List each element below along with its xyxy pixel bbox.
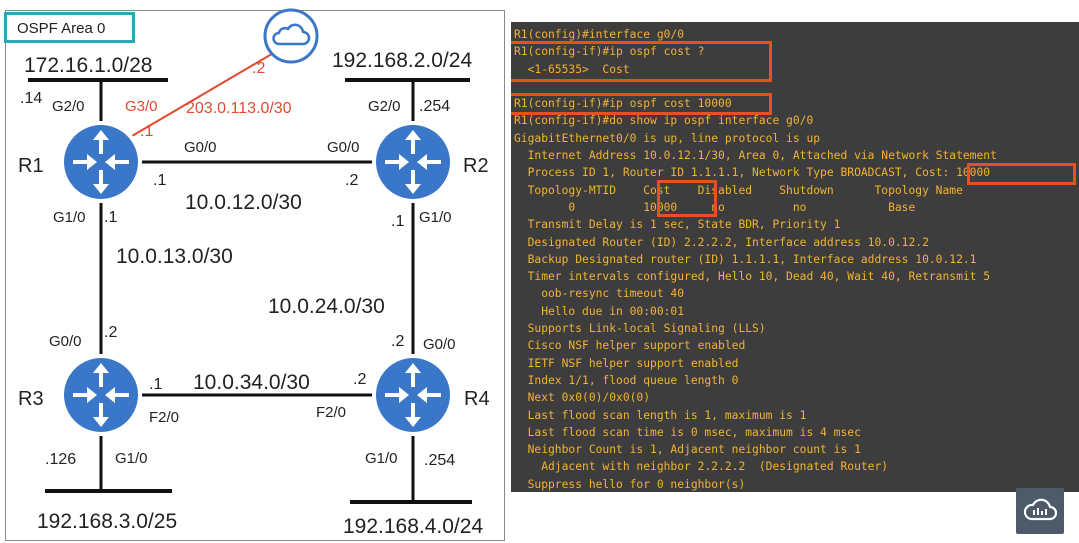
terminal-line: <1-65535> Cost <box>514 62 630 76</box>
host-r1-lan: .14 <box>20 90 42 107</box>
terminal-line: Index 1/1, flood queue length 0 <box>514 373 739 387</box>
if-r2-g10: G1/0 <box>419 209 452 226</box>
router-r2-icon <box>372 121 454 203</box>
router-r1-name: R1 <box>18 155 44 177</box>
terminal-line: R1(config-if)#do show ip ospf interface … <box>514 114 814 128</box>
diagram-frame <box>5 10 505 541</box>
terminal-line: Topology-MTID Cost Disabled Shutdown Top… <box>514 183 963 197</box>
host-r2-lan: .254 <box>419 98 450 115</box>
if-r3-g00: G0/0 <box>49 333 82 350</box>
host-r2-r4-r4: .2 <box>391 333 404 350</box>
host-r1-r2-r1: .1 <box>153 172 166 189</box>
internet-link <box>131 47 283 137</box>
terminal-line: Internet Address 10.0.12.1/30, Area 0, A… <box>514 149 997 163</box>
if-r4-g00: G0/0 <box>423 336 456 353</box>
if-r3-f20: F2/0 <box>149 409 179 426</box>
if-r2-g20: G2/0 <box>368 98 401 115</box>
host-r1-r2-r2: .2 <box>345 172 358 189</box>
network-r3-lan: 192.168.3.0/25 <box>37 510 177 533</box>
router-r3-name: R3 <box>18 388 44 410</box>
terminal-line: oob-resync timeout 40 <box>514 287 685 301</box>
terminal-line: Timer intervals configured, Hello 10, De… <box>514 270 991 284</box>
host-r1-r3-r3: .2 <box>104 324 117 341</box>
highlight-cost-command <box>511 93 772 115</box>
cloud-logo-icon <box>1016 488 1064 534</box>
host-r1-isp: .1 <box>140 123 153 140</box>
highlight-cost-help <box>511 41 772 82</box>
host-isp: .2 <box>252 60 265 77</box>
terminal-line: Last flood scan length is 1, maximum is … <box>514 408 807 422</box>
network-internet: 203.0.113.0/30 <box>186 100 292 117</box>
router-r3-icon <box>60 354 142 436</box>
network-r1-r2: 10.0.12.0/30 <box>185 191 302 214</box>
terminal-line: Next 0x0(0)/0x0(0) <box>514 391 651 405</box>
if-r4-f20: F2/0 <box>316 404 346 421</box>
if-r1-g20: G2/0 <box>52 98 85 115</box>
host-r4-lan: .254 <box>424 452 455 469</box>
terminal-line: Last flood scan time is 0 msec, maximum … <box>514 425 861 439</box>
area-label: OSPF Area 0 <box>17 20 105 37</box>
terminal-line: Supports Link-local Signaling (LLS) <box>514 322 766 336</box>
terminal-line: Process ID 1, Router ID 1.1.1.1, Network… <box>514 166 991 180</box>
router-r4-icon <box>372 354 454 436</box>
network-r2-lan: 192.168.2.0/24 <box>332 49 472 72</box>
terminal-line: R1(config)#interface g0/0 <box>514 28 685 41</box>
router-r1-icon <box>60 121 142 203</box>
terminal-line: GigabitEthernet0/0 is up, line protocol … <box>514 131 821 145</box>
host-r1-r3-r1: .1 <box>104 209 117 226</box>
network-r2-r4: 10.0.24.0/30 <box>268 295 385 318</box>
host-r3-r4-r4: .2 <box>353 371 366 388</box>
host-r2-r4-r2: .1 <box>391 213 404 230</box>
terminal-line: Cisco NSF helper support enabled <box>514 339 746 353</box>
network-r1-lan: 172.16.1.0/28 <box>24 54 152 77</box>
terminal-line: Transmit Delay is 1 sec, State BDR, Prio… <box>514 218 841 232</box>
terminal-line: Designated Router (ID) 2.2.2.2, Interfac… <box>514 235 929 249</box>
network-r1-r3: 10.0.13.0/30 <box>116 245 233 268</box>
if-r1-g10: G1/0 <box>53 209 86 226</box>
highlight-cost-column <box>657 180 717 217</box>
host-r3-lan: .126 <box>45 451 76 468</box>
internet-cloud-icon <box>263 8 319 64</box>
terminal-line: Hello due in 00:00:01 <box>514 304 685 318</box>
network-r4-lan: 192.168.4.0/24 <box>343 515 483 538</box>
network-topology-diagram: OSPF Area 0 <box>4 8 505 541</box>
terminal-line: 0 10000 no no Base <box>514 200 916 214</box>
terminal-line: IETF NSF helper support enabled <box>514 356 739 370</box>
if-r1-g00: G0/0 <box>184 139 217 156</box>
area-label-box <box>4 12 135 43</box>
terminal-line: Backup Designated router (ID) 1.1.1.1, I… <box>514 252 977 266</box>
highlight-cost-value <box>967 163 1076 185</box>
terminal-line: R1(config-if)#ip ospf cost ? <box>514 45 705 59</box>
router-r4-name: R4 <box>464 388 490 410</box>
if-r1-g30: G3/0 <box>125 98 158 115</box>
router-r2-name: R2 <box>463 155 489 177</box>
if-r4-g10: G1/0 <box>365 450 398 467</box>
terminal-line: Adjacent with neighbor 2.2.2.2 (Designat… <box>514 460 889 474</box>
network-r3-r4: 10.0.34.0/30 <box>193 371 310 394</box>
host-r3-r4-r3: .1 <box>149 376 162 393</box>
terminal-line: Neighbor Count is 1, Adjacent neighbor c… <box>514 443 861 457</box>
if-r2-g00: G0/0 <box>327 139 360 156</box>
if-r3-g10: G1/0 <box>115 450 148 467</box>
terminal-line: R1(config-if)#ip ospf cost 10000 <box>514 97 732 111</box>
terminal-line: Suppress hello for 0 neighbor(s) <box>514 477 746 491</box>
